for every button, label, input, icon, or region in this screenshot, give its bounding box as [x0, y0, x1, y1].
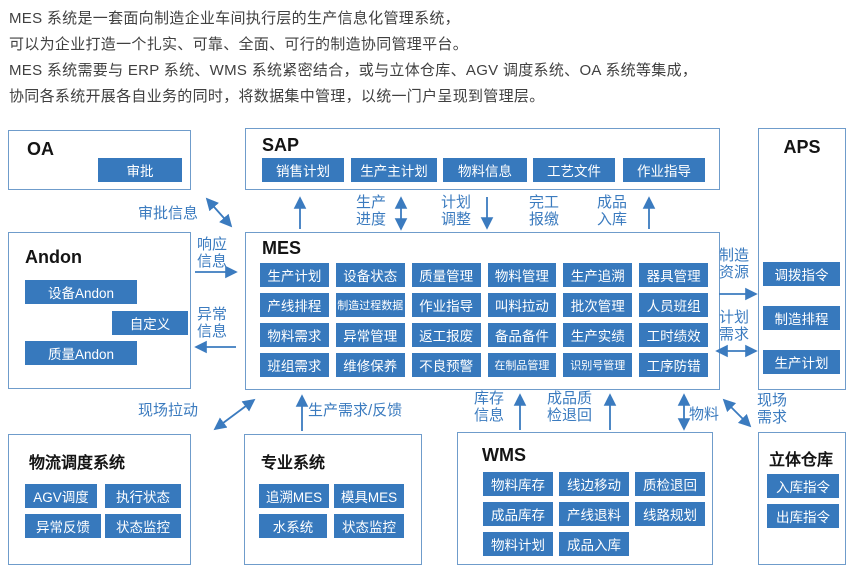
aps-chip-prod-plan: 生产计划 [763, 350, 840, 374]
professional-chip-status-monitor: 状态监控 [334, 514, 404, 538]
sap-chip-material-info: 物料信息 [443, 158, 527, 182]
wms-chip: 质检退回 [635, 472, 705, 496]
professional-chip-water-system: 水系统 [259, 514, 327, 538]
andon-chip-custom: 自定义 [112, 311, 188, 335]
mes-chip: 产线排程 [260, 293, 329, 317]
aps-box: APS 调拨指令 制造排程 生产计划 [758, 128, 846, 390]
mes-chip: 人员班组 [639, 293, 708, 317]
arrow-field-demand [722, 398, 752, 428]
mes-chip: 识别号管理 [563, 353, 633, 377]
andon-title: Andon [25, 247, 82, 267]
intro-line-2: 可以为企业打造一个扎实、可靠、全面、可行的制造协同管理平台。 [9, 36, 469, 53]
mes-chip: 设备状态 [335, 263, 405, 287]
mes-chip: 异常管理 [335, 323, 405, 347]
label-finished-goods-in: 成品 入库 [597, 194, 628, 228]
label-plan-demand: 计划 需求 [719, 309, 750, 343]
logistics-box: 物流调度系统 AGV调度 执行状态 异常反馈 状态监控 [8, 434, 191, 565]
label-mfg-resource: 制造 资源 [719, 247, 750, 281]
mes-chip: 批次管理 [563, 293, 633, 317]
andon-chip-equipment: 设备Andon [25, 280, 137, 304]
wms-title: WMS [482, 445, 526, 465]
professional-chip-mold-mes: 模具MES [334, 484, 404, 508]
warehouse-chip-outbound: 出库指令 [767, 504, 839, 528]
mes-box: MES 生产计划 设备状态 质量管理 物料管理 生产追溯 器具管理 产线排程 制… [245, 232, 720, 390]
sap-box: SAP 销售计划 生产主计划 物料信息 工艺文件 作业指导 [245, 128, 720, 190]
mes-title: MES [262, 238, 302, 258]
logistics-chip-exec-status: 执行状态 [105, 484, 181, 508]
mes-chip: 叫料拉动 [487, 293, 557, 317]
sap-chip-master-plan: 生产主计划 [351, 158, 437, 182]
logistics-chip-status-monitor: 状态监控 [105, 514, 181, 538]
mes-chip: 工序防错 [639, 353, 708, 377]
andon-chip-quality: 质量Andon [25, 341, 137, 365]
mes-chip: 备品备件 [487, 323, 557, 347]
label-quality-return: 成品质 检退回 [547, 390, 593, 424]
arrow-approval-info [205, 197, 233, 228]
label-material: 物料 [689, 406, 720, 423]
mes-chip: 生产追溯 [563, 263, 633, 287]
aps-chip-transfer-order: 调拨指令 [763, 262, 840, 286]
label-production-progress: 生产 进度 [356, 194, 387, 228]
mes-chip: 生产实绩 [563, 323, 633, 347]
mes-chip: 不良预警 [411, 353, 481, 377]
label-completion-report: 完工 报缴 [529, 194, 560, 228]
mes-chip: 班组需求 [260, 353, 329, 377]
oa-box: OA 审批 [8, 130, 191, 190]
wms-chip: 线路规划 [635, 502, 705, 526]
mes-chip: 物料需求 [260, 323, 329, 347]
label-plan-adjust: 计划 调整 [441, 194, 472, 228]
mes-chip: 返工报废 [411, 323, 481, 347]
mes-chip: 器具管理 [639, 263, 708, 287]
sap-chip-sales-plan: 销售计划 [262, 158, 344, 182]
andon-box: Andon 设备Andon 自定义 质量Andon [8, 232, 191, 389]
professional-box: 专业系统 追溯MES 模具MES 水系统 状态监控 [244, 434, 422, 565]
wms-chip: 物料计划 [483, 532, 553, 556]
intro-line-1: MES 系统是一套面向制造企业车间执行层的生产信息化管理系统， [9, 10, 460, 27]
wms-chip: 成品库存 [483, 502, 553, 526]
wms-chip: 成品入库 [559, 532, 629, 556]
mes-chip: 生产计划 [260, 263, 329, 287]
wms-chip: 产线退料 [559, 502, 629, 526]
label-field-demand: 现场 需求 [757, 392, 788, 426]
wms-chip: 线边移动 [559, 472, 629, 496]
mes-chip: 作业指导 [411, 293, 481, 317]
wms-chip: 物料库存 [483, 472, 553, 496]
logistics-chip-abnormal-feedback: 异常反馈 [25, 514, 101, 538]
warehouse-chip-inbound: 入库指令 [767, 474, 839, 498]
label-inventory-info: 库存 信息 [474, 390, 505, 424]
wms-module-grid: 物料库存 线边移动 质检退回 成品库存 产线退料 线路规划 物料计划 成品入库 [483, 472, 705, 556]
mes-chip: 在制品管理 [487, 353, 557, 377]
logistics-title: 物流调度系统 [29, 455, 126, 472]
intro-line-4: 协同各系统开展各自业务的同时，将数据集中管理，以统一门户呈现到管理层。 [9, 88, 545, 105]
intro-line-3: MES 系统需要与 ERP 系统、WMS 系统紧密结合，或与立体仓库、AGV 调… [9, 62, 698, 79]
oa-chip-approval: 审批 [98, 158, 182, 182]
mes-chip: 制造过程数据 [335, 293, 405, 317]
label-approval-info: 审批信息 [138, 205, 199, 222]
sap-chip-process-file: 工艺文件 [533, 158, 615, 182]
sap-title: SAP [262, 135, 300, 155]
aps-title: APS [783, 137, 821, 157]
warehouse-box: 立体仓库 入库指令 出库指令 [758, 432, 846, 565]
mes-chip: 维修保养 [335, 353, 405, 377]
aps-chip-mfg-schedule: 制造排程 [763, 306, 840, 330]
wms-box: WMS 物料库存 线边移动 质检退回 成品库存 产线退料 线路规划 物料计划 成… [457, 432, 713, 565]
professional-title: 专业系统 [261, 455, 326, 472]
oa-title: OA [27, 139, 54, 159]
logistics-chip-agv: AGV调度 [25, 484, 97, 508]
mes-chip: 质量管理 [411, 263, 481, 287]
mes-module-grid: 生产计划 设备状态 质量管理 物料管理 生产追溯 器具管理 产线排程 制造过程数… [260, 263, 708, 377]
intro-paragraph: MES 系统是一套面向制造企业车间执行层的生产信息化管理系统， 可以为企业打造一… [9, 6, 697, 110]
label-abnormal-info: 异常 信息 [197, 306, 228, 340]
arrow-field-pull [213, 398, 256, 431]
label-prod-demand-feedback: 生产需求/反馈 [308, 402, 403, 419]
warehouse-title: 立体仓库 [769, 452, 834, 469]
mes-chip: 物料管理 [487, 263, 557, 287]
professional-chip-trace-mes: 追溯MES [259, 484, 329, 508]
label-field-pull: 现场拉动 [138, 402, 199, 419]
sap-chip-work-instruction: 作业指导 [623, 158, 705, 182]
label-response-info: 响应 信息 [197, 236, 228, 270]
mes-chip: 工时绩效 [639, 323, 708, 347]
